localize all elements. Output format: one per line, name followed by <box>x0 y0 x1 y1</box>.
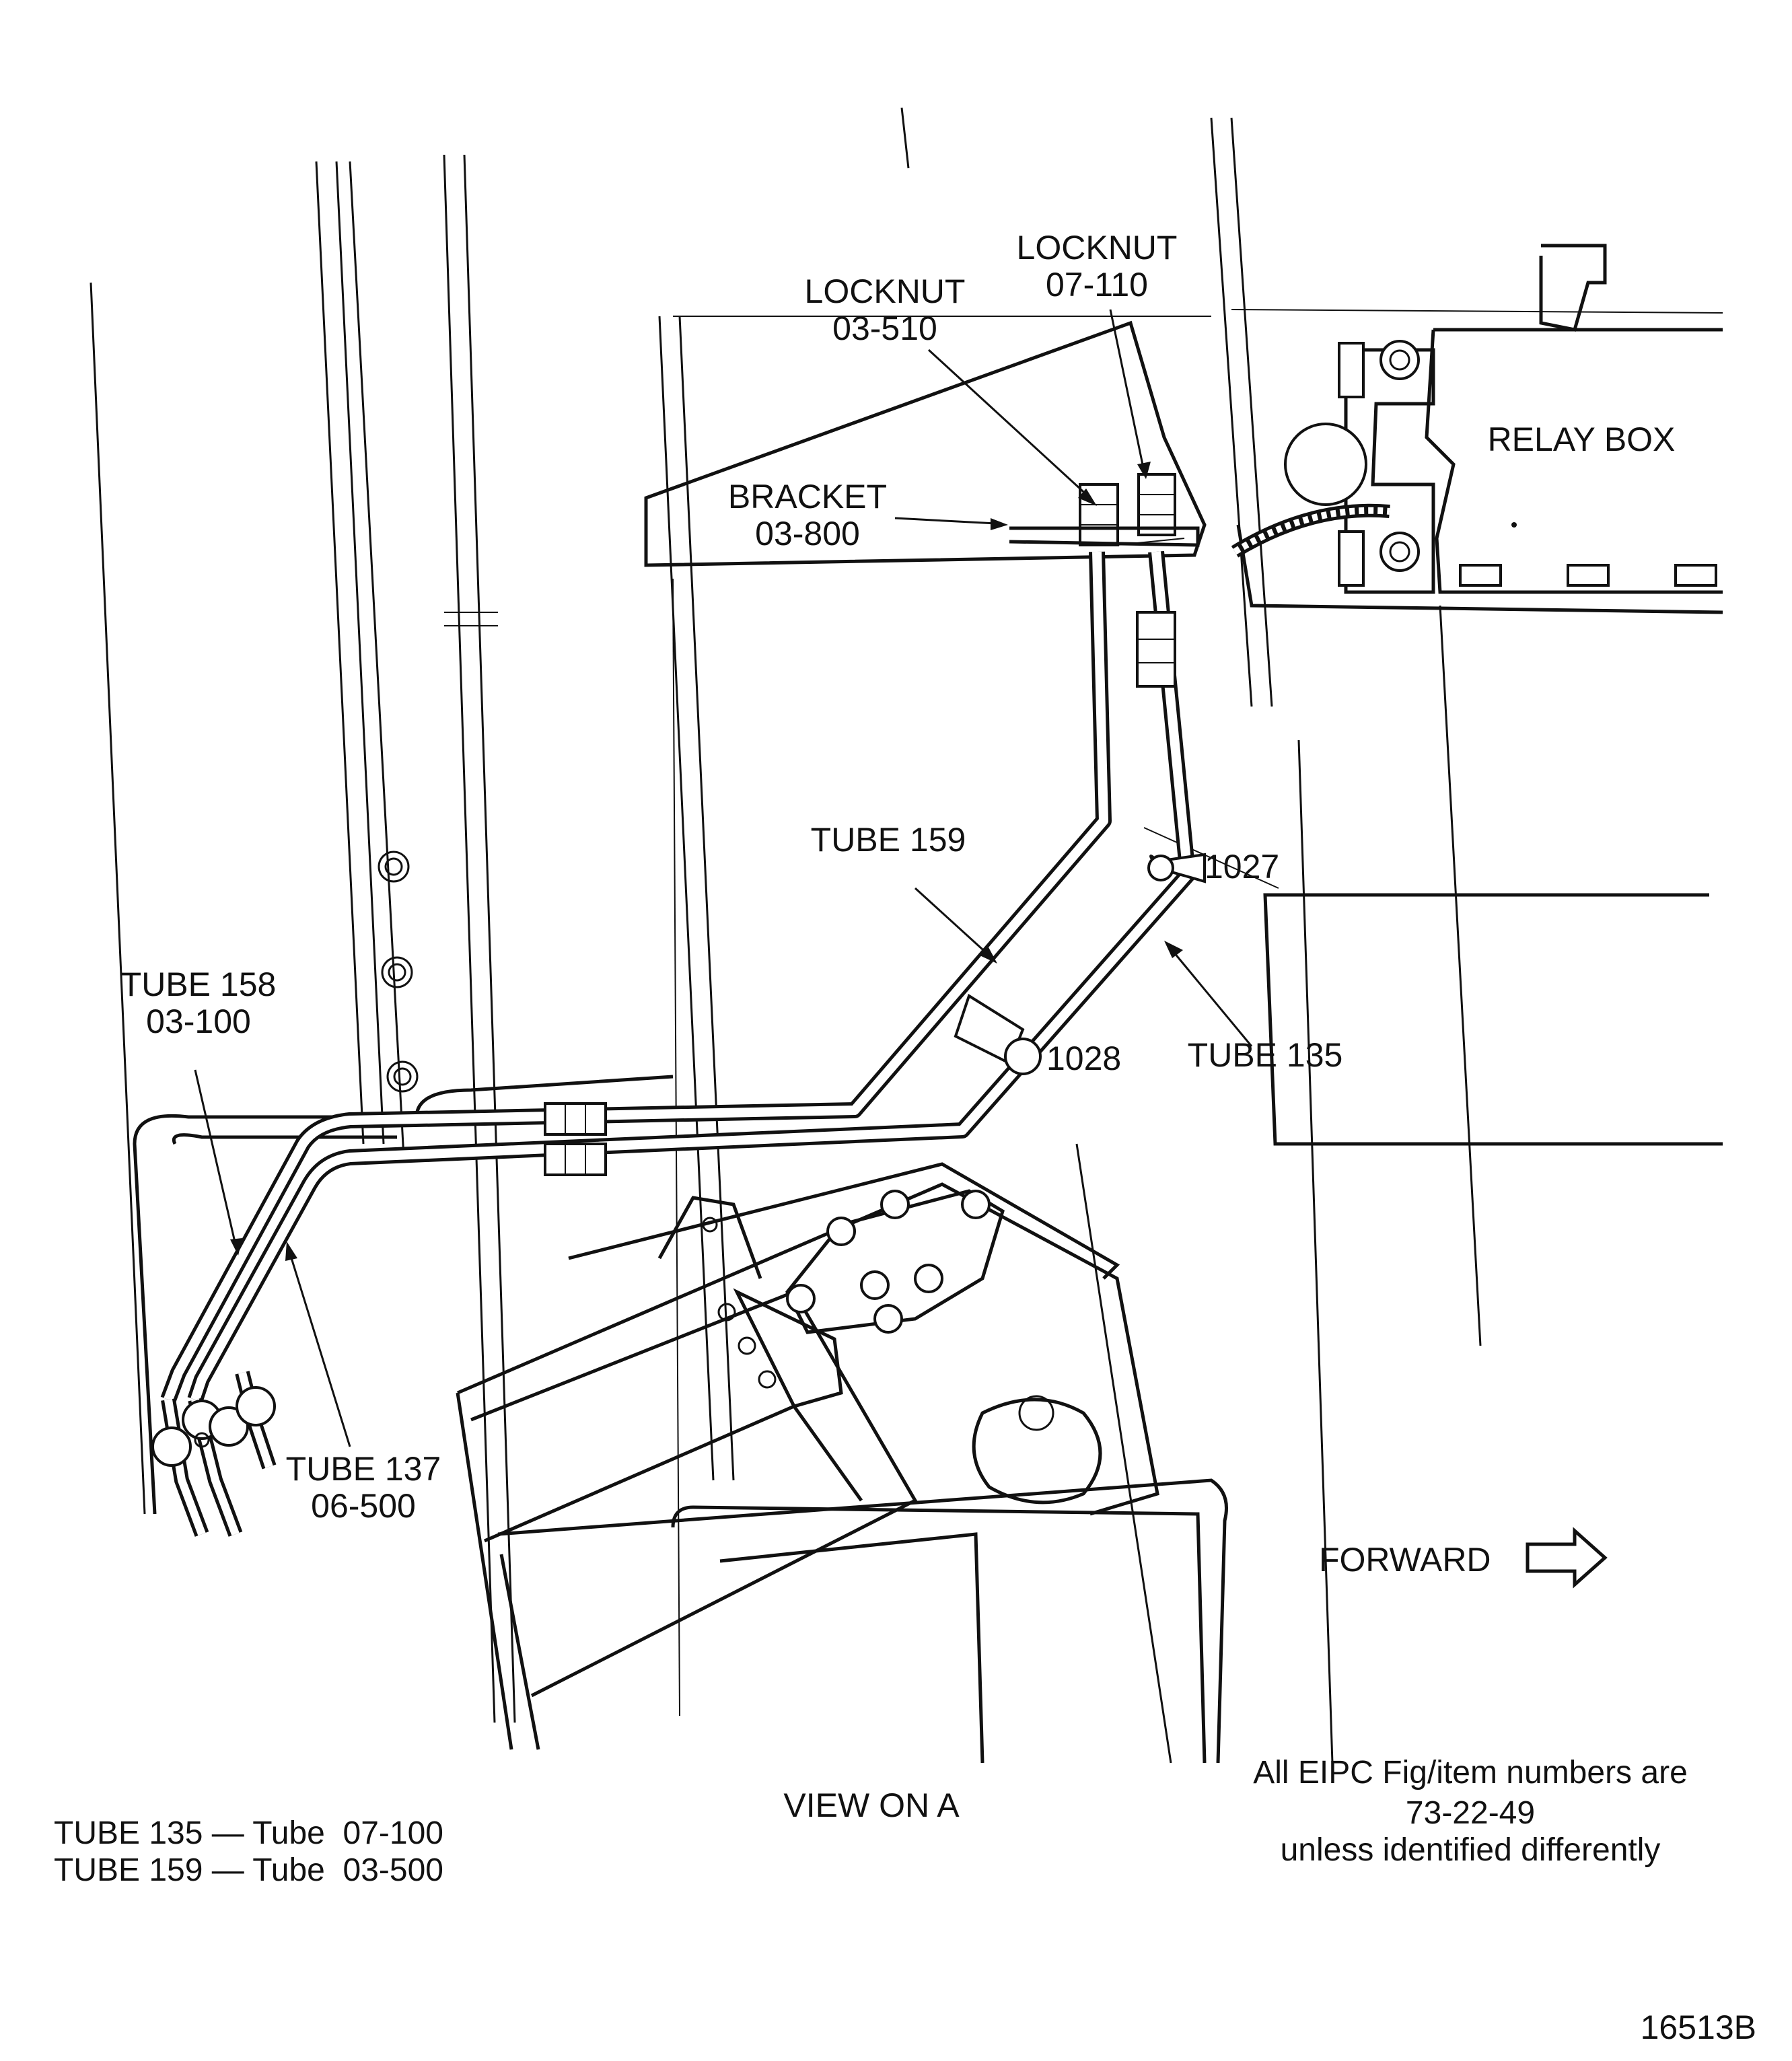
tube-158-title: TUBE 158 <box>121 966 277 1003</box>
locknut-1-ref: 03-510 <box>832 310 937 347</box>
tube-135-label: TUBE 135 <box>1188 1036 1343 1074</box>
forward-arrow-icon <box>1526 1527 1608 1589</box>
clamps <box>151 853 1206 1467</box>
bracket-title: BRACKET <box>728 478 887 515</box>
legend-row: TUBE 159 — Tube 03-500 <box>54 1852 443 1888</box>
tube-137-title: TUBE 137 <box>286 1450 441 1488</box>
tube-159-label: TUBE 159 <box>811 821 966 859</box>
relay-box-label: RELAY BOX <box>1488 421 1676 458</box>
relay-box <box>1231 244 1723 614</box>
lower-right-panel <box>1143 827 1723 1146</box>
structure-holes <box>378 851 419 1093</box>
forward-label: FORWARD <box>1319 1541 1491 1579</box>
tube-legend: TUBE 135 — Tube 07-100 TUBE 159 — Tube 0… <box>54 1815 443 1888</box>
locknut-2-ref: 07-110 <box>1046 266 1148 303</box>
figure-number: 16513B <box>1641 2009 1756 2046</box>
view-label: VIEW ON A <box>783 1786 960 1824</box>
note-line-1: All EIPC Fig/item numbers are <box>1253 1755 1688 1791</box>
tube-fittings <box>544 473 1200 1176</box>
item-1028-label: 1028 <box>1046 1040 1121 1077</box>
airframe-structure <box>89 107 1723 1764</box>
tube-159 <box>160 551 1112 1403</box>
note-line-3: unless identified differently <box>1281 1832 1661 1868</box>
equipment-unit <box>133 1075 1228 1764</box>
eipc-note: All EIPC Fig/item numbers are 73-22-49 u… <box>1253 1755 1688 1868</box>
tube-137-ref: 06-500 <box>311 1487 416 1525</box>
bracket-ref: 03-800 <box>755 515 860 552</box>
callouts: LOCKNUT 03-510 LOCKNUT 07-110 BRACKET 03… <box>121 229 1676 1824</box>
legend-row: TUBE 135 — Tube 07-100 <box>54 1815 443 1851</box>
leader-lines <box>194 309 1253 1447</box>
tube-135 <box>187 550 1196 1402</box>
tube-158-ref: 03-100 <box>146 1003 251 1040</box>
locknut-1-title: LOCKNUT <box>805 273 966 310</box>
item-1027-label: 1027 <box>1205 848 1279 885</box>
locknut-2-title: LOCKNUT <box>1017 229 1178 266</box>
note-line-2: 73-22-49 <box>1406 1795 1535 1831</box>
